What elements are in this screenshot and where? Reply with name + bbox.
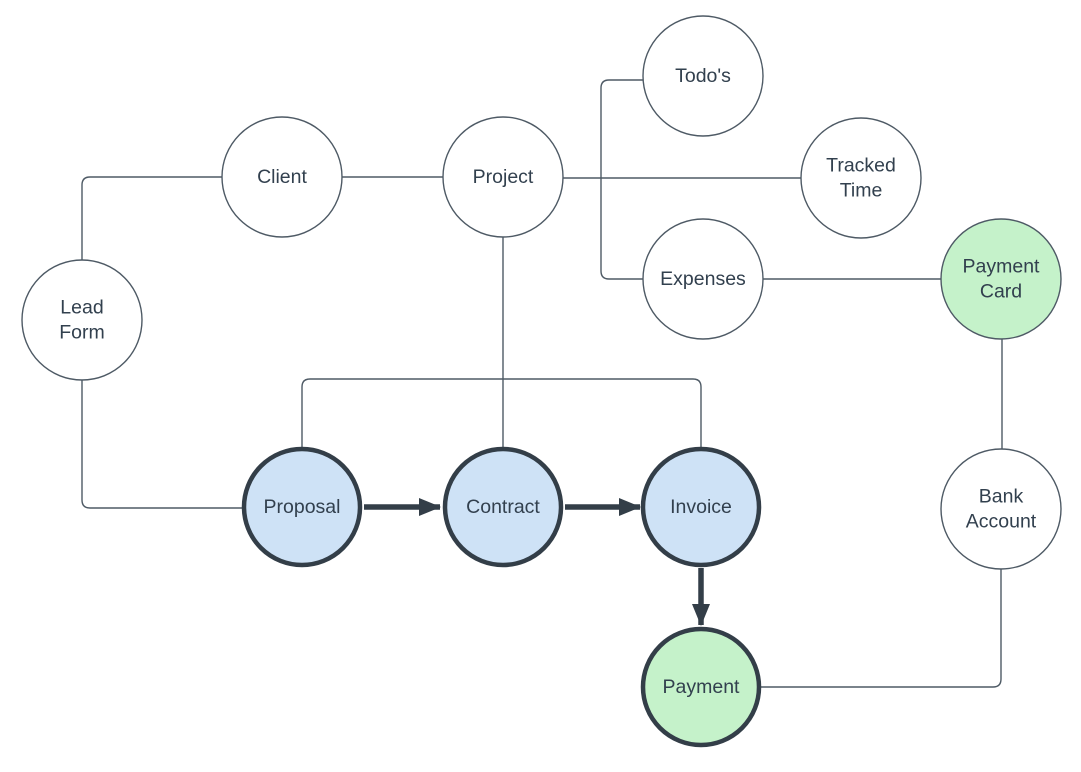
node-circle-invoice[interactable] — [640, 446, 762, 568]
node-circle-lead-form[interactable] — [21, 259, 143, 381]
node-circle-payment-card[interactable] — [940, 218, 1062, 340]
node-circle-project[interactable] — [442, 116, 564, 238]
edge-branch-invoice — [503, 378, 702, 449]
node-client[interactable]: Client — [221, 116, 343, 238]
edge-bank-account-payment — [760, 569, 1002, 688]
edge-project-expenses — [600, 178, 643, 280]
node-project[interactable]: Project — [442, 116, 564, 238]
node-contract[interactable]: Contract — [442, 446, 564, 568]
edge-project-todos — [600, 79, 643, 178]
node-invoice[interactable]: Invoice — [640, 446, 762, 568]
node-circle-tracked-time[interactable] — [800, 117, 922, 239]
node-circle-payment[interactable] — [640, 626, 762, 748]
node-todos[interactable]: Todo's — [642, 15, 764, 137]
node-circle-todos[interactable] — [642, 15, 764, 137]
edge-branch-proposal — [301, 378, 503, 449]
node-circle-bank-account[interactable] — [940, 448, 1062, 570]
node-payment[interactable]: Payment — [640, 626, 762, 748]
node-proposal[interactable]: Proposal — [241, 446, 363, 568]
edge-lead-form-client — [81, 176, 222, 260]
node-circle-contract[interactable] — [442, 446, 564, 568]
edge-lead-form-proposal — [81, 380, 243, 509]
node-expenses[interactable]: Expenses — [642, 218, 764, 340]
node-circle-expenses[interactable] — [642, 218, 764, 340]
node-circle-client[interactable] — [221, 116, 343, 238]
node-circle-proposal[interactable] — [241, 446, 363, 568]
